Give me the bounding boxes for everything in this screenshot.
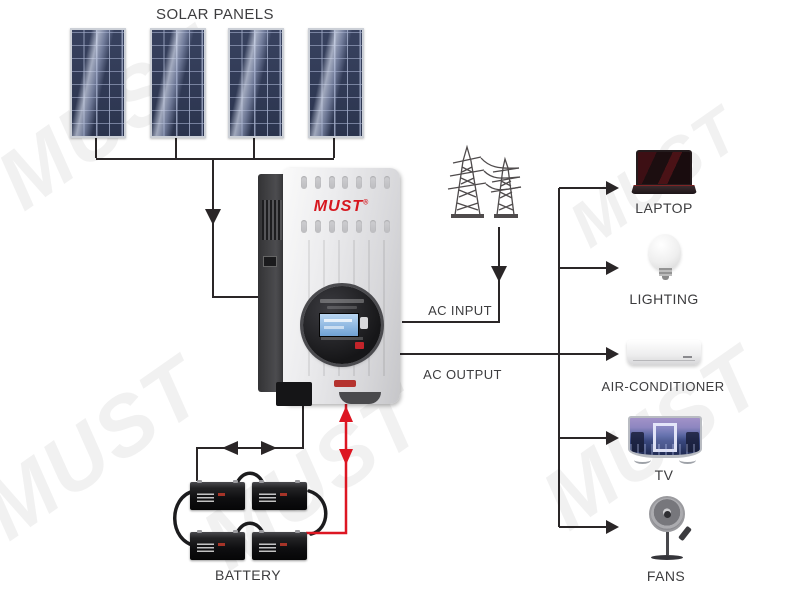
battery-icon: [190, 530, 245, 560]
solar-panel-icon: [308, 28, 364, 138]
load-arrows: [606, 181, 619, 534]
battery-label: BATTERY: [214, 567, 282, 583]
pv-wire: [95, 133, 335, 298]
inverter-red-button: [354, 342, 364, 349]
laptop-icon: [630, 150, 698, 196]
inverter-vent-slots: [301, 176, 390, 189]
light-bulb-icon: [648, 234, 682, 286]
battery-wire-black: [196, 404, 304, 481]
ac-output-wire: [400, 187, 606, 528]
battery-wire-arrows: [222, 441, 277, 455]
solar-panels-label: SOLAR PANELS: [156, 6, 274, 23]
inverter-front-panel: MUST®: [283, 168, 400, 404]
battery-icon: [252, 480, 307, 510]
air-conditioner-icon: [627, 340, 701, 365]
inverter-brand-logo: MUST®: [313, 198, 370, 215]
solar-panel-icon: [150, 28, 206, 138]
inverter-vent-slots: [301, 220, 390, 233]
inverter-vent-grille: [262, 200, 282, 240]
fans-label: FANS: [646, 568, 686, 584]
lighting-label: LIGHTING: [629, 291, 699, 307]
air-conditioner-label: AIR-CONDITIONER: [601, 379, 725, 394]
ac-input-arrow: [491, 266, 507, 282]
pv-arrow-down: [205, 209, 221, 225]
inverter-terminal-box: [276, 382, 312, 406]
inverter-dc-connector: [334, 380, 356, 387]
battery-icon: [252, 530, 307, 560]
laptop-label: LAPTOP: [635, 200, 693, 216]
tv-icon: [628, 416, 702, 464]
ac-input-label: AC INPUT: [428, 303, 492, 318]
inverter-control-panel: [302, 286, 381, 364]
inverter-port: [263, 256, 277, 267]
battery-red-arrows: [339, 406, 353, 465]
solar-panel-icon: [70, 28, 126, 138]
solar-panel-icon: [228, 28, 284, 138]
pedestal-fan-icon: [646, 496, 692, 562]
ac-input-wire: [402, 227, 500, 323]
battery-icon: [190, 480, 245, 510]
battery-wire-red: [306, 387, 348, 535]
inverter-lcd-display: [318, 313, 359, 337]
tv-label: TV: [654, 467, 674, 483]
inverter-key-button: [359, 317, 368, 329]
transmission-tower-icon: [447, 144, 522, 218]
inverter-bottom-fan: [339, 392, 381, 404]
ac-output-label: AC OUTPUT: [423, 367, 502, 382]
inverter-icon: MUST®: [252, 168, 402, 408]
